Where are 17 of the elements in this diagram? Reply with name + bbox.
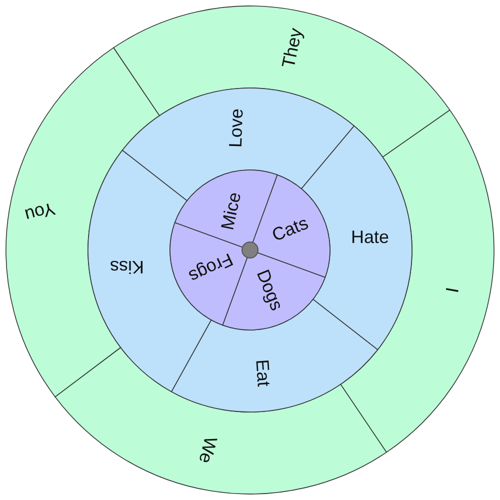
segment-label: I xyxy=(442,286,462,294)
segment-label: Cats xyxy=(269,212,311,246)
center-dot xyxy=(242,242,258,258)
segment-label: Dogs xyxy=(252,266,288,314)
segment-label: We xyxy=(195,434,221,466)
ring-segment xyxy=(113,6,450,158)
ring-segment xyxy=(54,347,387,494)
segment-label: Love xyxy=(225,108,247,148)
segment-label: Hate xyxy=(350,227,390,247)
segment-label: Mice xyxy=(217,190,245,232)
ring-segment xyxy=(6,47,160,398)
segment-label: They xyxy=(278,26,306,70)
segment-label: Eat xyxy=(252,358,274,388)
ring-segment xyxy=(340,110,494,453)
segment-label: Kiss xyxy=(110,257,144,277)
segment-label: You xyxy=(22,198,58,226)
segment-label: Frogs xyxy=(186,249,236,287)
